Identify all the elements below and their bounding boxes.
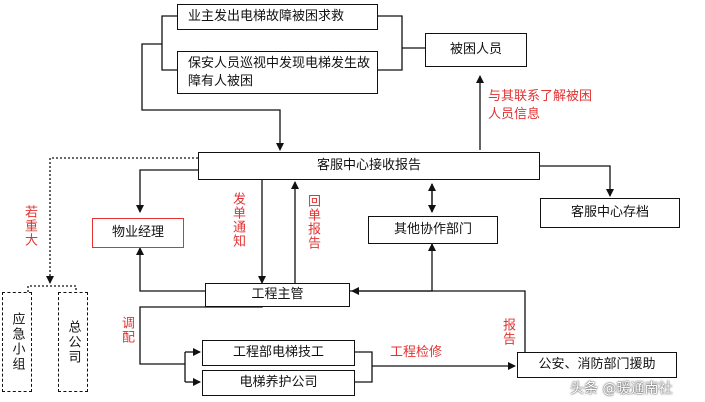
node-service-center: 客服中心接收报告	[198, 152, 540, 180]
label-inspection: 工程检修	[390, 345, 443, 360]
connector-techs-bracket	[355, 351, 373, 383]
node-chief-engineer: 工程主管	[205, 283, 350, 307]
node-elevator-tech: 工程部电梯技工	[202, 340, 355, 366]
node-emergency-team: 应急小组	[2, 292, 32, 392]
node-trapped: 被困人员	[425, 33, 527, 67]
node-other-depts: 其他协作部门	[368, 216, 498, 244]
connector-chief-to-other	[350, 243, 436, 292]
node-security-find: 保安人员巡视中发现电梯发生故障有人被困	[177, 51, 378, 94]
label-if-serious: 若重大	[22, 205, 37, 247]
node-property-manager: 物业经理	[92, 218, 184, 248]
label-report: 报告	[500, 318, 515, 346]
connector-report	[351, 287, 526, 366]
label-dispatch: 发单通知	[230, 192, 245, 248]
node-head-office: 总公司	[58, 292, 88, 392]
connector-service-to-archive	[540, 165, 614, 197]
connector-right-bracket	[378, 15, 403, 71]
connector-top-bracket	[161, 15, 177, 71]
connector-top-to-service	[141, 43, 284, 151]
label-contact-trapped: 与其联系了解被困人员信息	[488, 89, 593, 122]
node-maintenance-co: 电梯养护公司	[202, 370, 355, 396]
node-archive: 客服中心存档	[540, 198, 680, 228]
connector-chief-to-property	[136, 247, 205, 292]
node-police-fire: 公安、消防部门援助	[517, 352, 677, 378]
node-owner-report: 业主发出电梯故障被困求救	[177, 4, 378, 30]
label-reply: 回单报告	[305, 194, 320, 250]
label-deploy: 调配	[119, 316, 134, 344]
connector-service-to-property	[136, 169, 198, 213]
watermark: 头条 @暖通南社	[570, 381, 673, 397]
connector-if-serious	[46, 157, 198, 284]
